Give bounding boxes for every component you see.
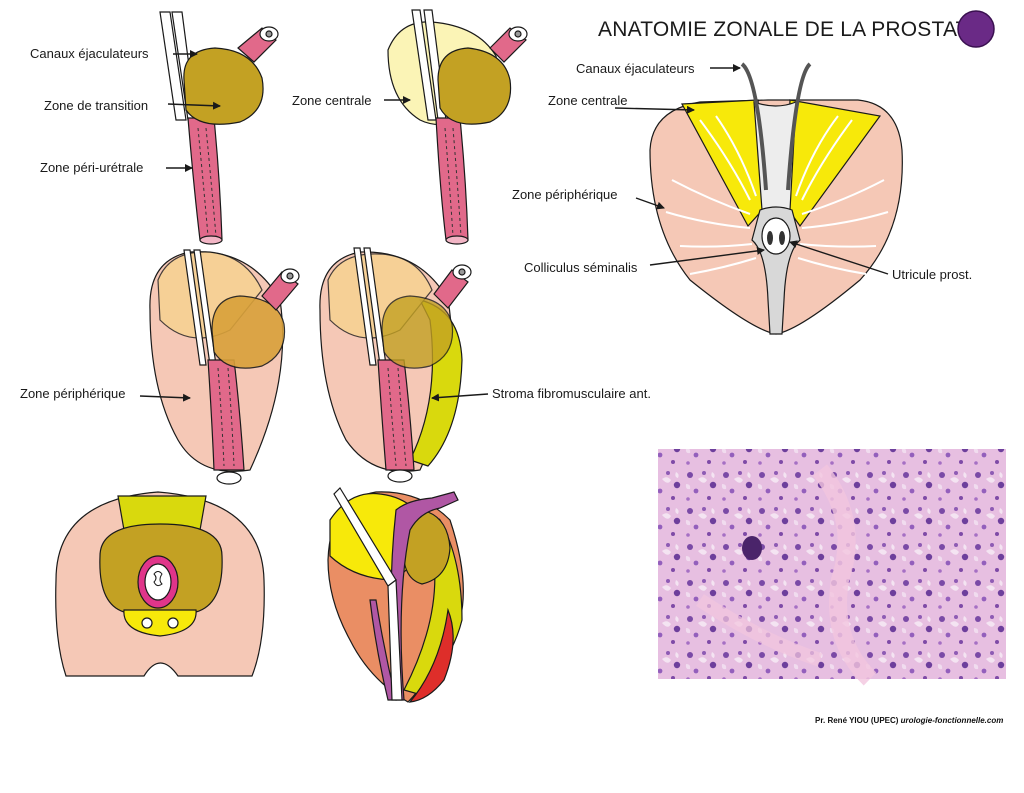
- label-ejac-right: Canaux éjaculateurs: [576, 61, 695, 76]
- credit-line: Pr. René YIOU (UPEC) urologie-fonctionne…: [815, 716, 1003, 725]
- annotation-arrows: [139, 50, 889, 402]
- figure-cross-section: [55, 491, 265, 677]
- credit-site: urologie-fonctionnelle.com: [901, 716, 1004, 725]
- labels: Canaux éjaculateurs Zone de transition Z…: [20, 46, 972, 401]
- figure-transition-zone: [159, 11, 279, 245]
- label-utricle: Utricule prost.: [892, 267, 972, 282]
- label-central-right: Zone centrale: [548, 93, 628, 108]
- figure-sagittal: [327, 487, 464, 703]
- arrow-colliculus: [649, 246, 765, 266]
- arrow-stroma: [431, 393, 489, 402]
- label-central-mid: Zone centrale: [292, 93, 372, 108]
- label-peripheral-left: Zone périphérique: [20, 386, 126, 401]
- header: ANATOMIE ZONALE DE LA PROSTATE: [598, 10, 995, 48]
- ejaculatory-duct: [159, 11, 187, 121]
- label-periurethral: Zone péri-urétrale: [40, 160, 143, 175]
- arrow-peripheral-left: [139, 393, 191, 402]
- urethra-tube: [187, 117, 223, 241]
- credit-author: Pr. René YIOU (UPEC): [815, 716, 899, 725]
- figure-right-schematic: [649, 62, 903, 335]
- figure-peripheral-zone: [149, 249, 300, 485]
- label-stroma: Stroma fibromusculaire ant.: [492, 386, 651, 401]
- arrow-utricle: [789, 240, 889, 275]
- arrow-peripheral-right: [635, 197, 665, 210]
- page-title: ANATOMIE ZONALE DE LA PROSTATE: [598, 18, 983, 41]
- label-colliculus: Colliculus séminalis: [524, 260, 638, 275]
- purple-dot-icon: [957, 10, 995, 48]
- label-ejac-left: Canaux éjaculateurs: [30, 46, 149, 61]
- arrow-central-right: [614, 105, 695, 114]
- label-transition: Zone de transition: [44, 98, 148, 113]
- label-peripheral-right: Zone périphérique: [512, 187, 618, 202]
- histology-image: [658, 449, 1006, 686]
- figure-central-zone: [387, 9, 528, 245]
- arrow-transition: [167, 101, 221, 110]
- figure-stroma: [319, 247, 472, 483]
